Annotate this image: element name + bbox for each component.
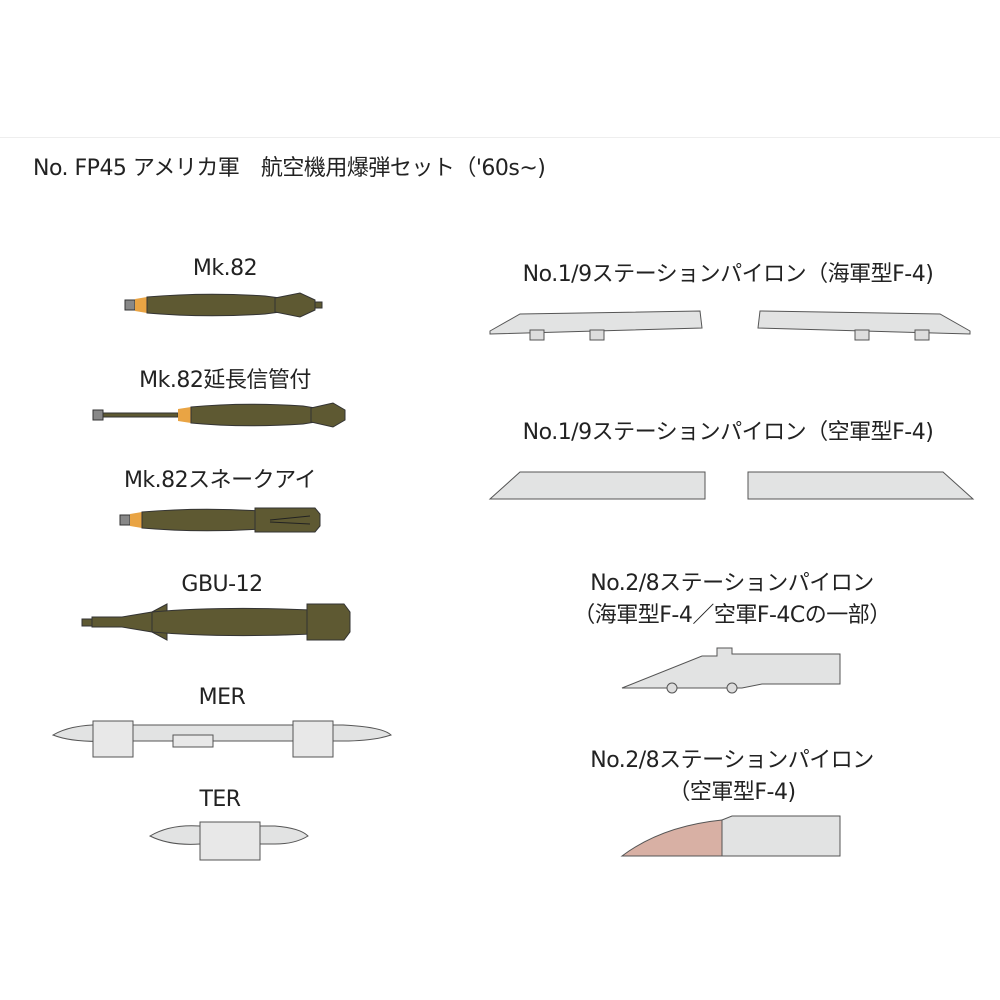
pylon-2-8-navy-illustration [621, 647, 841, 694]
mk82-bomb-illustration [124, 292, 323, 318]
pylon-1-9-airforce-right-illustration [747, 471, 975, 500]
gbu12-bomb-illustration [81, 603, 351, 641]
label-mk82-snakeeye: Mk.82スネークアイ [123, 468, 317, 493]
label-pylon-1-9-navy: No.1/9ステーションパイロン（海軍型F-4) [522, 262, 934, 287]
label-mk82: Mk.82 [192, 256, 258, 281]
page-title: No. FP45 アメリカ軍 航空機用爆弾セット（'60s~) [33, 156, 546, 181]
label-pylon-2-8-airforce-line1: No.2/8ステーションパイロン [590, 748, 874, 773]
label-pylon-2-8-airforce-line2: （空軍型F-4) [668, 780, 796, 805]
pylon-1-9-navy-right-illustration [757, 310, 971, 341]
label-pylon-1-9-airforce: No.1/9ステーションパイロン（空軍型F-4) [522, 420, 934, 445]
ter-rack-illustration [148, 821, 309, 861]
pylon-2-8-airforce-illustration [620, 815, 841, 857]
label-mk82-extended-fuze: Mk.82延長信管付 [139, 368, 311, 393]
label-pylon-2-8-navy-line2: （海軍型F-4／空軍F-4Cの一部） [573, 603, 891, 628]
label-ter: TER [199, 787, 241, 812]
label-gbu12: GBU-12 [181, 572, 263, 597]
label-mer: MER [198, 685, 246, 710]
mk82-snakeeye-bomb-illustration [119, 507, 321, 533]
mer-rack-illustration [51, 720, 392, 758]
pylon-1-9-airforce-left-illustration [488, 471, 706, 500]
mk82-extended-fuze-bomb-illustration [92, 402, 346, 428]
divider [0, 137, 1000, 138]
label-pylon-2-8-navy-line1: No.2/8ステーションパイロン [590, 571, 874, 596]
pylon-1-9-navy-left-illustration [489, 310, 703, 341]
